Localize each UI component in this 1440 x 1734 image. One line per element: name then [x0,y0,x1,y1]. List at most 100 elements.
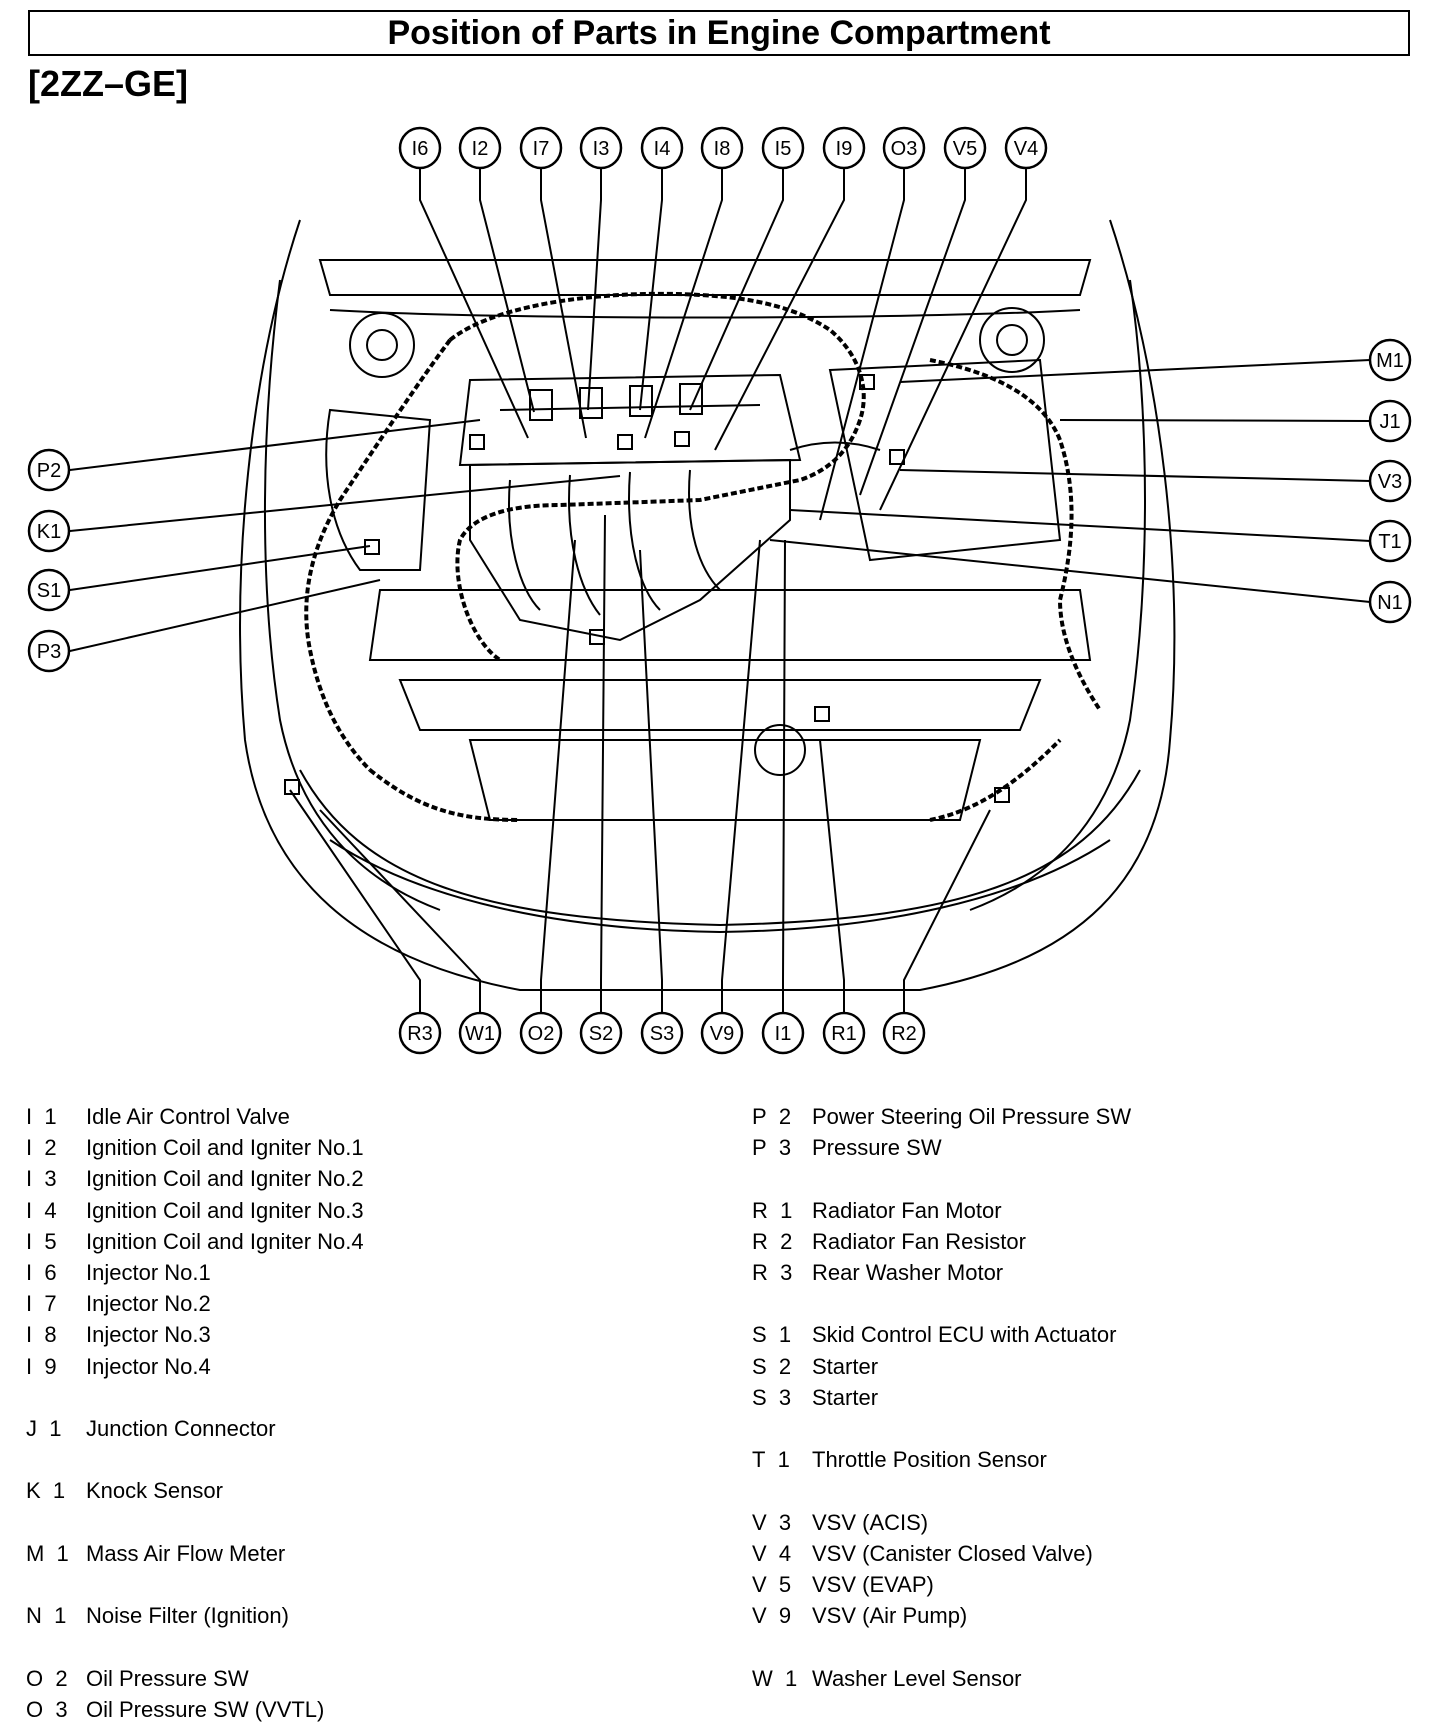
callout-label-i3: I3 [593,138,610,160]
callout-i7: I7 [519,126,563,170]
leader-line-p3 [49,579,381,652]
leader-line-i8 [644,148,723,439]
callout-circle-i3 [579,126,623,170]
coil-3 [629,385,653,417]
callout-circle-m1 [1368,338,1412,382]
callout-v9: V9 [700,1011,744,1055]
front-crossmember [398,679,1042,731]
callout-label-w1: W1 [465,1023,495,1045]
strut-tower-left-inner [366,329,398,361]
callout-label-o2: O2 [528,1023,555,1045]
callout-label-v5: V5 [953,138,977,160]
intake-runner-4 [688,469,721,591]
callout-circle-o3 [882,126,926,170]
callout-circle-i2 [458,126,502,170]
callout-o3: O3 [882,126,926,170]
page-title: Position of Parts in Engine Compartment [387,14,1051,52]
callout-label-s3: S3 [650,1023,674,1045]
legend-name: Radiator Fan Resistor [812,1228,1026,1254]
legend-code: W 1 [752,1665,798,1691]
legend-code: I 4 [26,1197,57,1223]
engine-code: [2ZZ–GE] [28,63,189,104]
coil-4 [679,383,703,415]
callout-label-t1: T1 [1378,531,1401,553]
callout-circle-i7 [519,126,563,170]
callout-label-r1: R1 [831,1023,857,1045]
coil-2 [579,387,603,419]
leader-line-w1 [319,809,481,1033]
callout-i5: I5 [761,126,805,170]
front-bumper-lower [329,839,1111,934]
front-bumper [299,769,1141,927]
legend-name: Knock Sensor [86,1478,223,1504]
callout-circle-n1 [1368,580,1412,624]
leader-line-i5 [689,148,784,411]
legend-code: S 3 [752,1384,792,1410]
callout-label-s1: S1 [37,580,61,602]
callout-circle-r1 [822,1011,866,1055]
connector-d [859,374,875,390]
callout-i3: I3 [579,126,623,170]
connector-h [814,706,830,722]
callout-i8: I8 [700,126,744,170]
callout-label-i9: I9 [836,138,853,160]
legend-code: S 2 [752,1353,792,1379]
legend-name: VSV (EVAP) [812,1572,934,1597]
leader-line-t1 [789,509,1390,542]
legend-name: Injector No.1 [86,1260,211,1285]
legend-name: Rear Washer Motor [812,1260,1004,1285]
legend-name: Ignition Coil and Igniter No.1 [86,1135,364,1161]
intake-manifold [469,458,791,642]
callout-r2: R2 [882,1011,926,1055]
leader-line-r3 [289,789,421,1033]
callout-circle-i1 [761,1011,805,1055]
leader-line-i2 [479,148,535,413]
callout-i2: I2 [458,126,502,170]
callout-m1: M1 [1368,338,1412,382]
intake-runner-2 [568,474,601,616]
legend-name: Mass Air Flow Meter [86,1540,286,1566]
engine-artwork [239,219,1176,991]
legend-name: Power Steering Oil Pressure SW [812,1104,1132,1129]
callout-label-o3: O3 [891,138,918,160]
callout-circle-v3 [1368,459,1412,503]
callout-circle-i4 [640,126,684,170]
callout-circle-i6 [398,126,442,170]
legend-name: Oil Pressure SW (VVTL) [86,1696,325,1722]
wire-harness-left [304,338,452,772]
legend-code: I 2 [26,1135,57,1161]
callout-label-i5: I5 [775,138,792,160]
callout-label-r3: R3 [407,1023,433,1045]
air-intake-duct [789,441,881,451]
legend-code: I 3 [26,1166,57,1192]
coil-1 [529,389,553,421]
connector-c [674,431,690,447]
legend-code: S 1 [752,1322,792,1348]
legend-name: Skid Control ECU with Actuator [812,1322,1117,1348]
air-cleaner-box [828,358,1062,562]
legend-code: I 1 [26,1104,57,1129]
callout-circle-s2 [579,1011,623,1055]
callout-r1: R1 [822,1011,866,1055]
callout-s1: S1 [27,568,71,612]
legend-name: Ignition Coil and Igniter No.2 [86,1166,364,1192]
legend-name: VSV (Air Pump) [812,1603,968,1629]
legend-code: K 1 [26,1478,66,1504]
legend-code: N 1 [26,1603,67,1629]
legend-code: V 4 [752,1540,792,1566]
leader-line-o2 [540,539,576,1033]
callout-k1: K1 [27,509,71,553]
legend-code: R 3 [752,1260,793,1285]
callout-circle-o2 [519,1011,563,1055]
intake-runner-3 [628,471,661,611]
radiator-support [368,589,1092,661]
strut-tower-right [979,307,1045,373]
legend-code: I 6 [26,1260,57,1285]
callout-s2: S2 [579,1011,623,1055]
callout-label-v4: V4 [1014,138,1038,160]
legend-name: Ignition Coil and Igniter No.3 [86,1197,364,1223]
callout-r3: R3 [398,1011,442,1055]
legend-name: Pressure SW [812,1135,942,1161]
